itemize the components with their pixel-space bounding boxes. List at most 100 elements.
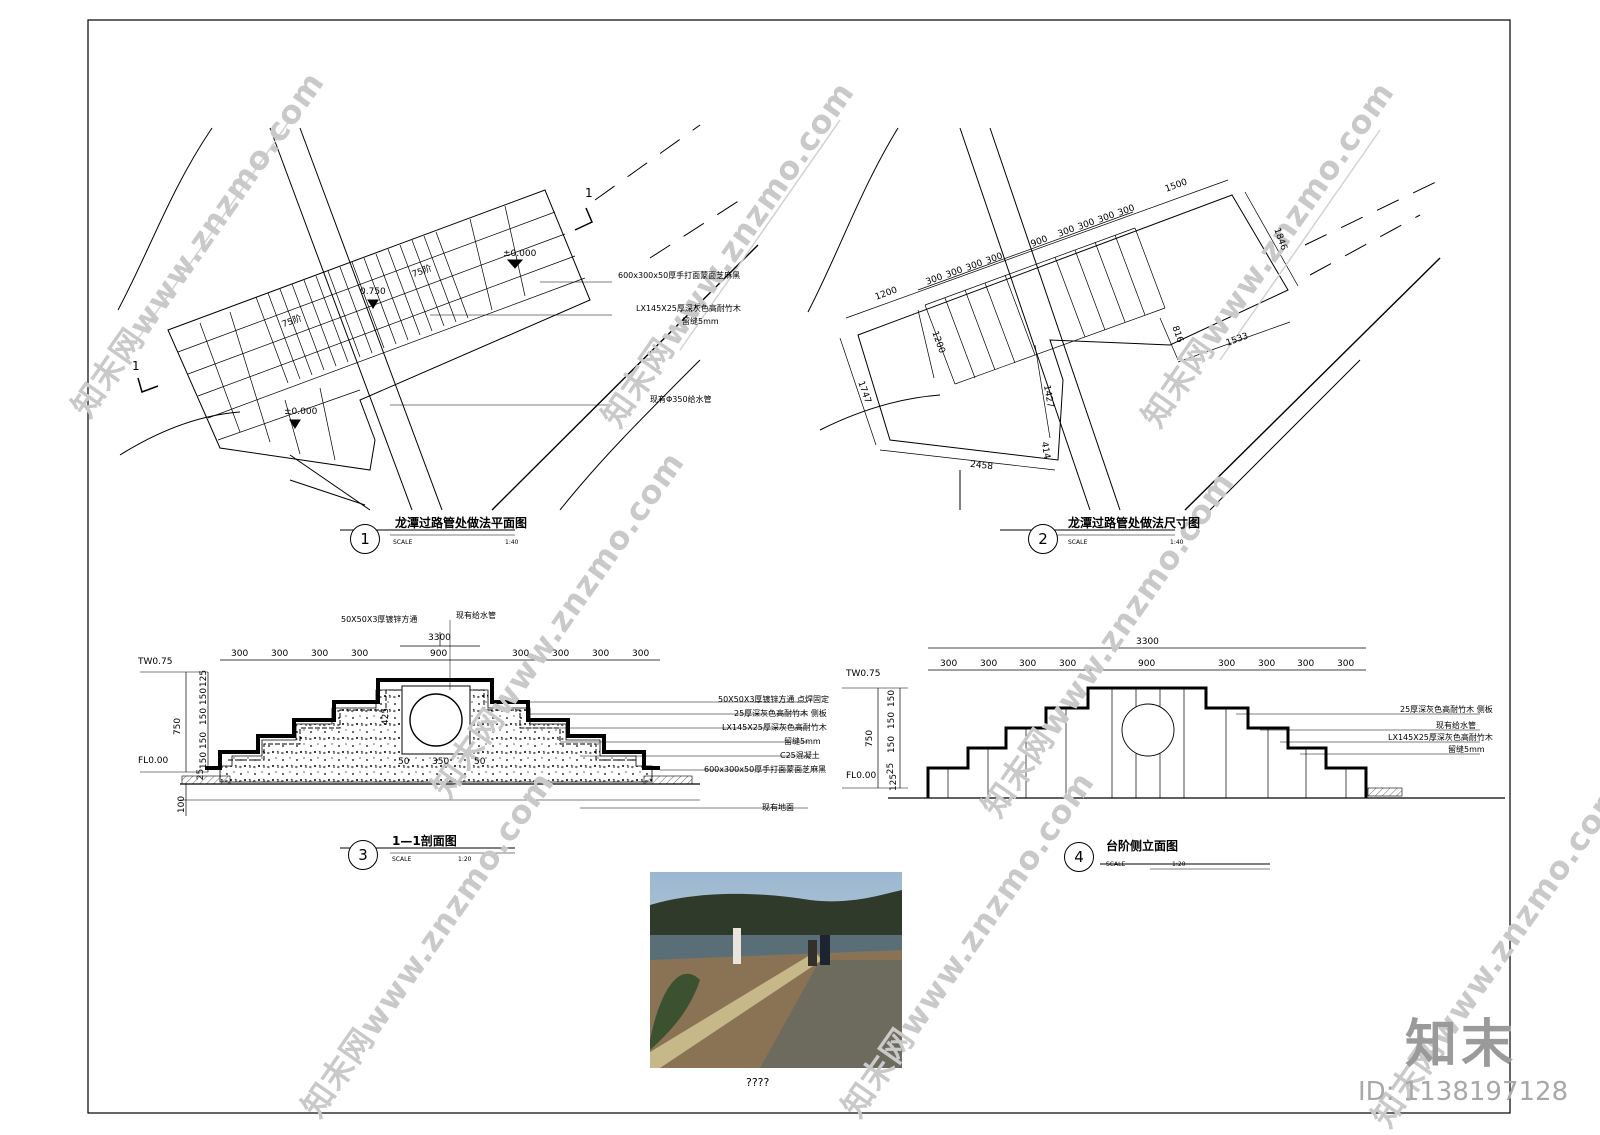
section-vdim: 150: [199, 731, 210, 750]
pipe-line: [1184, 257, 1441, 511]
elev-step: 300: [1059, 659, 1077, 669]
plan-elevation: ±0.000: [503, 249, 537, 259]
drawing-number: 2: [1028, 524, 1058, 554]
section-note: C25混凝土: [780, 751, 820, 760]
section-vdim: 125: [199, 669, 210, 688]
elev-vdim: 25: [886, 762, 897, 775]
section-step: 300: [351, 649, 369, 659]
section-step: 900: [430, 649, 448, 659]
elev-step: 300: [1019, 659, 1037, 669]
center-line: [594, 124, 701, 201]
section-inner-dim: 50: [398, 757, 410, 767]
pipe-line: [491, 244, 759, 511]
scale-word: SCALE: [393, 539, 413, 546]
plan-note: 600x300x50厚手打面蒙面芝麻黑: [618, 271, 741, 280]
elev-step: 300: [1337, 659, 1355, 669]
drawing-number: 3: [348, 840, 378, 870]
terrain-line: [117, 127, 213, 311]
section-vdim: 150: [199, 687, 210, 706]
plan-note: LX145X25厚深灰色高耐竹木: [636, 304, 741, 313]
watermark-lines: [129, 119, 1381, 361]
paving-outline: [167, 189, 591, 471]
elev-note: LX145X25厚深灰色高耐竹木: [1388, 733, 1493, 742]
section-note: 留缝5mm: [784, 737, 821, 746]
terrain-line: [119, 411, 241, 456]
wood-steps: [255, 231, 469, 384]
drawing-number: 1: [350, 524, 380, 554]
elev-vdim: 150: [887, 711, 898, 730]
sheet-frame: [87, 19, 1511, 1114]
section-note: LX145X25厚深灰色高耐竹木: [722, 723, 827, 732]
road-edge: [989, 127, 1121, 511]
center-line: [649, 199, 741, 259]
plan-note: 留缝5mm: [682, 317, 719, 326]
elev-step: 300: [1258, 659, 1276, 669]
resource-id: ID: 1138197128: [1358, 1077, 1569, 1107]
level-top: TW0.75: [138, 657, 173, 667]
plan-section-mark: 1: [132, 359, 140, 373]
section-note: 25厚深灰色高耐竹木 侧板: [734, 709, 827, 718]
section-step: 300: [311, 649, 329, 659]
section-step: 300: [512, 649, 530, 659]
section-inner-dim: 425: [381, 707, 392, 726]
drawing-title: 1—1剖面图: [392, 834, 457, 848]
plan-note: 现有Φ350给水管: [650, 395, 712, 404]
scale-word: SCALE: [1106, 861, 1126, 868]
plan-drawing: [117, 124, 759, 536]
section-inner-dim: 350: [432, 757, 450, 767]
elev-step: 300: [1297, 659, 1315, 669]
section-note: 现有地面: [762, 803, 794, 812]
paving-outline: [857, 194, 1289, 461]
scale-value: 1:40: [1170, 539, 1184, 546]
section-vdim: 25: [196, 768, 207, 781]
level-bottom: FL0.00: [846, 771, 877, 781]
dim-value: 414: [1038, 441, 1052, 460]
terrain-line: [1209, 359, 1361, 511]
wood-steps: [924, 227, 1166, 385]
section-drawing: [140, 620, 808, 854]
section-note: 600x300x50厚手打面蒙面芝麻黑: [704, 765, 827, 774]
plan-elevation: 0.750: [360, 287, 386, 297]
section-step: 300: [592, 649, 610, 659]
elev-step: 300: [1218, 659, 1236, 669]
elev-total: 3300: [1136, 637, 1159, 647]
elev-step: 900: [1138, 659, 1156, 669]
section-step: 300: [231, 649, 249, 659]
dimension-drawing: [807, 127, 1441, 536]
terrain-line: [807, 127, 899, 313]
road-edge: [959, 127, 1091, 511]
terrain-line: [559, 359, 701, 511]
site-photo: [650, 872, 902, 1068]
elev-vdim: 750: [865, 729, 876, 748]
elev-vdim: 125: [889, 773, 900, 792]
scale-word: SCALE: [392, 856, 412, 863]
section-vdim: 150: [199, 707, 210, 726]
water-pipe: [409, 693, 463, 747]
elev-vdim: 150: [887, 689, 898, 708]
scale-value: 1:20: [1172, 861, 1186, 868]
section-step: 300: [552, 649, 570, 659]
scale-value: 1:40: [505, 539, 519, 546]
section-total: 3300: [428, 633, 451, 643]
elev-note: 留缝5mm: [1448, 745, 1485, 754]
section-base: 100: [177, 795, 188, 814]
section-note: 现有给水管: [456, 611, 496, 620]
step-profile: [205, 678, 660, 770]
paving-joints: [177, 205, 586, 461]
section-vdim: 150: [199, 751, 210, 770]
dimension-lines: [839, 179, 1299, 471]
elev-vdim: 150: [887, 735, 898, 754]
section-vdim: 750: [173, 717, 184, 736]
drawing-title: 台阶侧立面图: [1106, 839, 1179, 853]
section-step: 300: [632, 649, 650, 659]
pipe-in-photo: [650, 952, 822, 1068]
level-bottom: FL0.00: [138, 756, 169, 766]
photo-caption: ????: [746, 1076, 770, 1089]
step-profile: [926, 686, 1368, 798]
plan-elevation: ±0.000: [284, 407, 318, 417]
road-edge: [299, 127, 443, 511]
elevation-drawing: [842, 647, 1505, 870]
section-inner-dim: 50: [474, 757, 486, 767]
section-step: 300: [271, 649, 289, 659]
